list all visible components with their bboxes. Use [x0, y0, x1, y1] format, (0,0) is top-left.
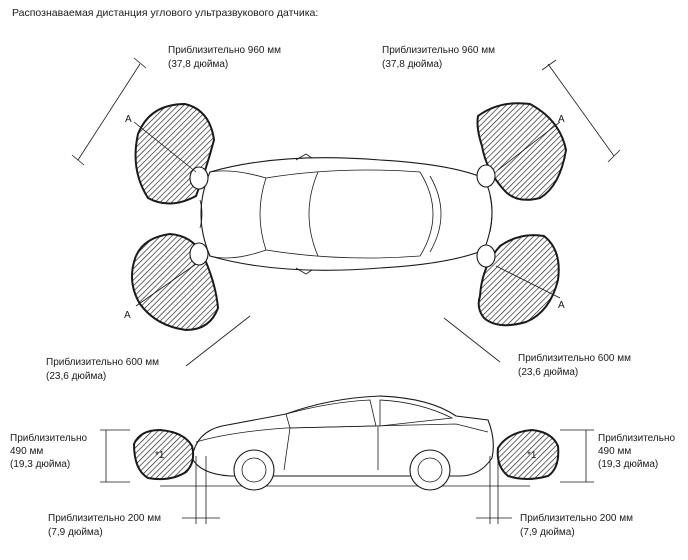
right-offset-inch-label: (7,9 дюйма) [520, 527, 575, 538]
rear-right-distance-label: Приблизительно 600 мм [518, 353, 632, 364]
dimension-lines-side [100, 429, 594, 524]
left-offset-label: Приблизительно 200 мм [48, 513, 162, 524]
right-offset-label: Приблизительно 200 мм [520, 513, 634, 524]
zone-side-left [132, 428, 195, 481]
right-height-label-line2: 490 мм [598, 446, 632, 457]
zone-rear-right [477, 234, 560, 327]
left-offset-inch-label: (7,9 дюйма) [48, 527, 103, 538]
rear-left-distance-label: Приблизительно 600 мм [46, 357, 160, 368]
rear-right-inch-label: (23,6 дюйма) [518, 367, 579, 378]
car-side-view [160, 395, 530, 491]
marker-a-rear-left: A [124, 310, 131, 321]
marker-a-rear-right: A [558, 300, 565, 311]
front-right-inch-label: (37,8 дюйма) [382, 59, 443, 70]
left-height-label-line2: 490 мм [10, 446, 44, 457]
marker-a-front-right: A [558, 114, 565, 125]
rear-left-inch-label: (23,6 дюйма) [46, 371, 107, 382]
front-right-distance-label: Приблизительно 960 мм [382, 45, 496, 56]
left-height-label-line1: Приблизительно [10, 433, 88, 444]
zone-side-right [496, 428, 560, 480]
dimension-lines-top [71, 57, 621, 367]
right-height-inch-label: (19,3 дюйма) [598, 459, 659, 470]
zone-marker-right: *1 [527, 450, 537, 461]
sensor-bubbles [189, 164, 496, 268]
right-height-label-line1: Приблизительно [598, 433, 676, 444]
marker-a-front-left: A [125, 114, 132, 125]
zone-marker-left: *1 [155, 450, 165, 461]
front-left-inch-label: (37,8 дюйма) [168, 59, 229, 70]
diagram-title: Распознаваемая дистанция углового ультра… [12, 7, 319, 19]
car-top-view [199, 153, 493, 275]
front-left-distance-label: Приблизительно 960 мм [168, 45, 282, 56]
left-height-inch-label: (19,3 дюйма) [10, 459, 71, 470]
